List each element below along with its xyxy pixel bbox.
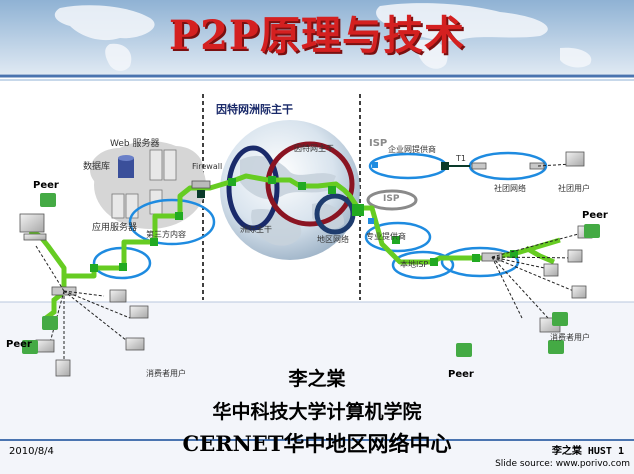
label-isp-top: ISP bbox=[369, 138, 388, 149]
label-firewall: Firewall bbox=[192, 162, 223, 171]
label-database: 数据库 bbox=[83, 162, 111, 172]
label-web-server: Web 服务器 bbox=[110, 139, 160, 149]
slide-source: Slide source: www.porivo.com bbox=[495, 459, 630, 469]
author-name: 李之棠 bbox=[288, 368, 346, 390]
database-icon bbox=[118, 155, 134, 178]
peer-label: Peer bbox=[6, 339, 32, 350]
network-center-name: CERNET华中地区网络中心 bbox=[182, 431, 452, 456]
slide-date: 2010/8/4 bbox=[9, 446, 54, 457]
school-name: 华中科技大学计算机学院 bbox=[212, 401, 422, 423]
peer-label: Peer bbox=[448, 369, 474, 380]
label-intercontinental-backbone: 洲际主干 bbox=[240, 225, 272, 234]
label-isp-middle: ISP bbox=[383, 194, 400, 204]
slide-title: P2P原理与技术 bbox=[169, 12, 465, 59]
label-regional-network: 地区网络 bbox=[317, 235, 349, 244]
label-third-party: 第三方内容 bbox=[146, 230, 186, 239]
computer-icon bbox=[19, 151, 593, 377]
label-consumer-user-right: 消费者用户 bbox=[550, 333, 590, 342]
peer-badge-icon bbox=[22, 193, 600, 357]
firewall-icon bbox=[191, 180, 211, 189]
label-t1: T1 bbox=[456, 154, 466, 163]
label-campus-user: 社团用户 bbox=[558, 184, 590, 193]
label-consumer-user-left: 消费者用户 bbox=[146, 369, 186, 378]
peer-label: Peer bbox=[33, 180, 59, 191]
label-local-isp: 本地ISP bbox=[400, 260, 429, 269]
backbone-heading: 因特网洲际主干 bbox=[216, 103, 293, 116]
world-map-decoration bbox=[54, 3, 592, 71]
label-internet-backbone: 因特网主干 bbox=[294, 144, 334, 153]
label-specialist-isp: 专业提供商 bbox=[366, 232, 406, 241]
intercontinental-backbone-ring bbox=[226, 145, 280, 231]
slide-footer: 李之棠 HUST 1 bbox=[551, 446, 624, 457]
web-server-cloud bbox=[90, 141, 206, 229]
isp-node bbox=[366, 189, 418, 211]
label-app-server: 应用服务器 bbox=[92, 223, 138, 233]
label-campus-network: 社团网络 bbox=[494, 184, 526, 193]
label-enterprise-isp: 企业网提供商 bbox=[388, 145, 436, 154]
peer-label: Peer bbox=[582, 210, 608, 221]
